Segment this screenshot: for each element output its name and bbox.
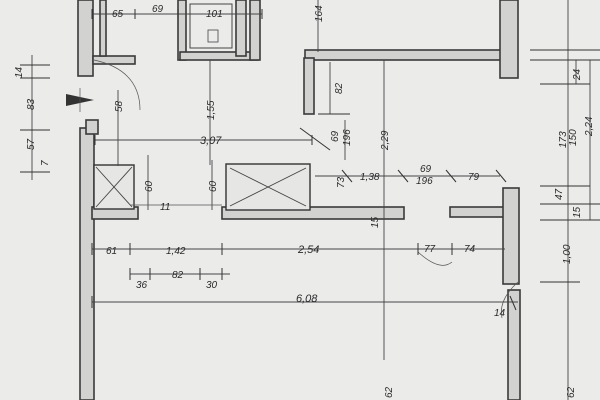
dim-left-1: 14 — [14, 66, 25, 78]
dim-bottom-62a: 62 — [384, 386, 395, 398]
dim-top-2: 69 — [152, 4, 164, 15]
wall-top-left — [77, 0, 94, 77]
wall-top-left-ledge — [92, 55, 136, 65]
dim-229: 2,29 — [380, 130, 391, 151]
dim-r-173: 173 — [558, 131, 569, 148]
dim-11: 11 — [160, 202, 170, 213]
dim-r-150: 150 — [568, 129, 579, 146]
dim-73: 73 — [336, 176, 347, 188]
upper-room-inner — [189, 3, 233, 49]
dim-left-4: 7 — [40, 160, 51, 166]
dim-138: 1,38 — [360, 172, 380, 183]
dim-69b: 69 — [420, 164, 432, 175]
dim-60b: 60 — [208, 180, 219, 192]
dim-15: 15 — [370, 216, 381, 228]
dim-left-3: 57 — [26, 138, 37, 150]
dim-196b: 196 — [416, 176, 433, 187]
dim-79: 79 — [468, 172, 480, 183]
wall-top-long — [304, 49, 506, 61]
dim-608: 6,08 — [296, 293, 318, 305]
dim-r-47: 47 — [554, 188, 565, 200]
dim-74: 74 — [464, 244, 476, 255]
wall-upper-room-right-b — [249, 0, 261, 61]
wall-right-lower — [502, 187, 520, 285]
dim-82b: 82 — [172, 270, 184, 281]
dim-top-3: 101 — [206, 9, 223, 20]
wall-upper-room-left — [99, 0, 107, 57]
dimension-labels: 65 69 101 164 14 83 57 7 58 1,55 3,07 82… — [14, 4, 595, 398]
dim-r-15: 15 — [572, 206, 583, 218]
dim-36: 36 — [136, 280, 148, 291]
dim-top-1: 65 — [112, 9, 124, 20]
dimension-lines — [20, 0, 600, 400]
dim-69: 69 — [330, 130, 341, 142]
dim-77: 77 — [424, 244, 436, 255]
dim-61: 61 — [106, 246, 117, 257]
wall-top-right — [499, 0, 519, 79]
dim-196: 196 — [342, 129, 353, 146]
dim-bottom-62b: 62 — [566, 386, 577, 398]
dim-top-4: 164 — [314, 5, 325, 22]
wall-left-corner — [85, 119, 99, 135]
wall-upper-room-mid — [177, 0, 187, 61]
dim-254: 2,54 — [297, 244, 319, 256]
wall-right-bottom — [507, 289, 521, 400]
dim-14: 14 — [494, 308, 506, 319]
dim-155: 1,55 — [206, 100, 217, 120]
dim-left-2: 83 — [26, 98, 37, 110]
dim-r-100: 1,00 — [562, 244, 573, 264]
wall-left-long — [79, 127, 95, 400]
wall-middle-stub — [303, 57, 315, 115]
dim-30: 30 — [206, 280, 218, 291]
walls — [77, 0, 521, 400]
dim-82: 82 — [334, 82, 345, 94]
dim-307: 3,07 — [200, 135, 222, 147]
shaft-left — [93, 164, 135, 210]
dim-60a: 60 — [144, 180, 155, 192]
dim-58: 58 — [114, 100, 125, 112]
wall-lower-right — [449, 206, 507, 218]
dim-r-24: 24 — [572, 68, 583, 81]
dim-142: 1,42 — [166, 246, 186, 257]
wall-upper-room-right-a — [235, 0, 247, 57]
shaft-middle — [225, 163, 311, 211]
dim-r-224: 2,24 — [584, 116, 595, 137]
